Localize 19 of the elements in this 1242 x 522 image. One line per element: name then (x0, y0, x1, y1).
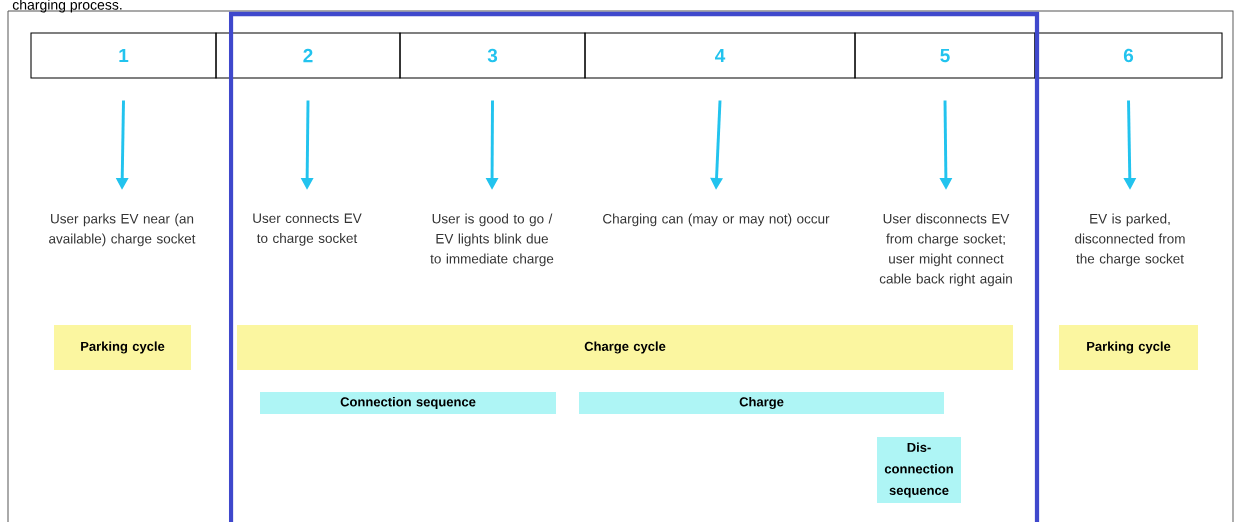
step-description: User parks EV near (an available) charge socket (49, 213, 196, 247)
step-description: User connects EV to charge socket (253, 213, 362, 246)
cycle-band: Charge cycle (237, 325, 1013, 370)
step-number-cell: 2 (215, 32, 401, 79)
sequence-band: Connection sequence (260, 392, 556, 414)
step-description: User is good to go / EV lights blink due to immediate charge (430, 213, 554, 267)
step-description: EV is parked, disconnected from the charge socket (1075, 213, 1185, 267)
step-number-cell: 1 (30, 32, 217, 79)
sequence-band: Dis-connection sequence (877, 437, 961, 503)
step-number-cell: 4 (584, 32, 856, 79)
caption-text: charging process. (12, 0, 122, 13)
cycle-band: Parking cycle (1059, 325, 1198, 370)
step-number-cell: 6 (1034, 32, 1223, 79)
sequence-band: Charge (579, 392, 944, 414)
step-description: User disconnects EV from charge socket; user might connect cable back right again (879, 213, 1012, 287)
step-number-cell: 5 (854, 32, 1036, 79)
cycle-band: Parking cycle (54, 325, 191, 370)
step-description: Charging can (may or may not) occur (603, 213, 830, 227)
step-number-cell: 3 (399, 32, 586, 79)
